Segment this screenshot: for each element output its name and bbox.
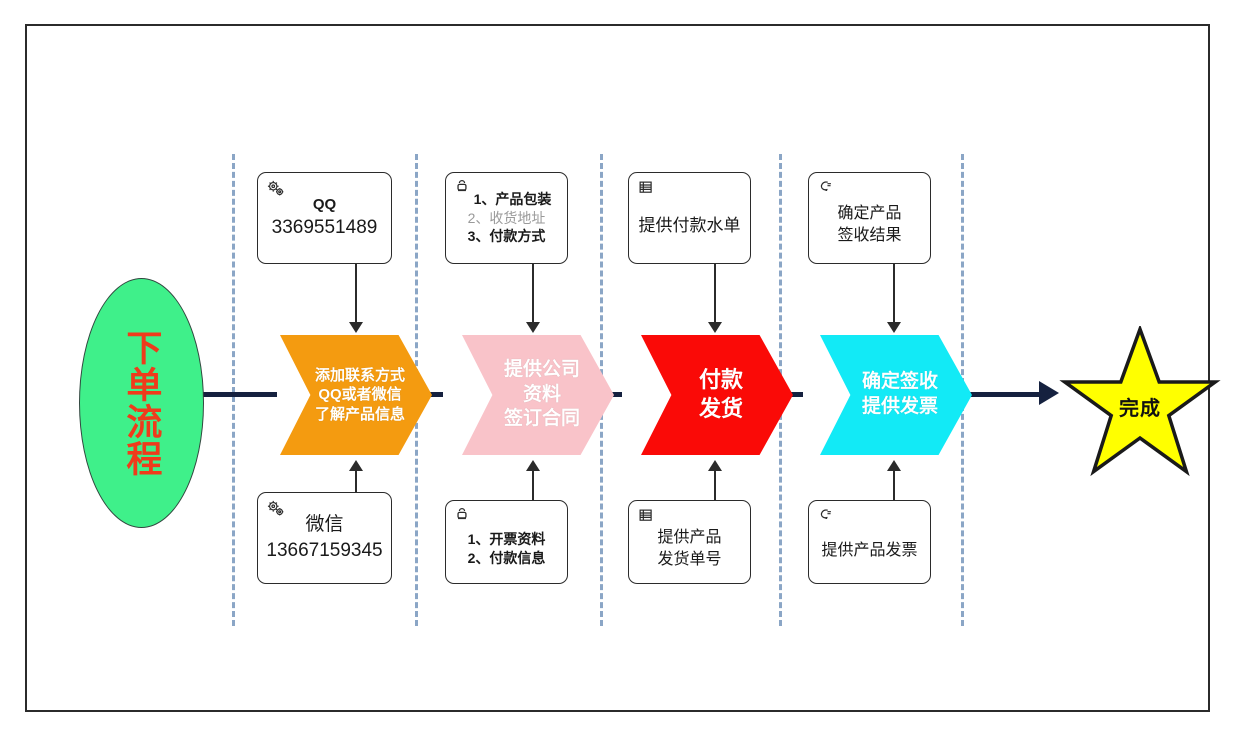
note-top-stage-1[interactable]: QQ 3369551489 xyxy=(257,172,392,264)
note-line: 1、开票资料 xyxy=(467,531,546,548)
start-node[interactable]: 下单流程 xyxy=(79,278,204,528)
stage-3-chevron-text: 付款 发货 xyxy=(699,366,743,423)
note-line: 3369551489 xyxy=(271,217,378,239)
connector-top-stage-4 xyxy=(893,264,895,326)
chevron-line: 付款 xyxy=(698,367,743,393)
chevron-line: 发货 xyxy=(698,396,743,421)
note-top-stage-4[interactable]: 确定产品 签收结果 xyxy=(808,172,931,264)
note-bottom-stage-4-text: 提供产品发票 xyxy=(815,522,923,562)
note-line: 确定产品 xyxy=(837,205,902,223)
connector-top-stage-3 xyxy=(714,264,716,326)
connector-bottom-arrowhead-stage-2 xyxy=(526,460,540,471)
chevron-line: 添加联系方式 xyxy=(314,367,405,385)
connector-top-stage-1 xyxy=(355,264,357,326)
connector-bottom-arrowhead-stage-3 xyxy=(708,460,722,471)
note-bottom-stage-2[interactable]: 1、开票资料 2、付款信息 xyxy=(445,500,568,584)
connector-bottom-stage-2 xyxy=(532,470,534,502)
chevron-line: 了解产品信息 xyxy=(314,405,405,423)
note-line: 微信 xyxy=(305,514,344,536)
stage-2-chevron[interactable]: 提供公司 资料 签订合同 xyxy=(462,335,614,455)
note-line: 提供产品 xyxy=(657,529,722,547)
note-top-stage-2-text: 1、产品包装 2、收货地址 3、付款方式 xyxy=(456,190,558,247)
connector-top-arrowhead-stage-1 xyxy=(349,322,363,333)
chevron-line: 资料 xyxy=(522,383,561,405)
note-line: 提供付款水单 xyxy=(638,215,741,235)
note-line: 13667159345 xyxy=(266,540,383,561)
stage-1-chevron[interactable]: 添加联系方式 QQ或者微信 了解产品信息 xyxy=(280,335,432,455)
document-list-icon xyxy=(636,178,658,200)
note-line: QQ xyxy=(312,196,337,214)
note-bottom-stage-1[interactable]: 微信 13667159345 xyxy=(257,492,392,584)
note-line: 2、收货地址 xyxy=(467,209,546,226)
connector-bottom-arrowhead-stage-1 xyxy=(349,460,363,471)
stage-2-chevron-text: 提供公司 资料 签订合同 xyxy=(504,358,580,432)
note-line: 2、付款信息 xyxy=(467,550,546,566)
end-node[interactable]: 完成 xyxy=(1059,326,1221,478)
note-top-stage-1-text: QQ 3369551489 xyxy=(266,195,384,241)
flow-arrowhead-end xyxy=(1039,381,1059,405)
note-line: 签收结果 xyxy=(837,227,902,244)
note-top-stage-4-text: 确定产品 签收结果 xyxy=(831,189,907,246)
stage-4-chevron[interactable]: 确定签收 提供发票 xyxy=(820,335,972,455)
connector-top-stage-2 xyxy=(532,264,534,326)
note-line: 1、产品包装 xyxy=(473,190,552,207)
end-node-label: 完成 xyxy=(1119,398,1161,420)
connector-bottom-arrowhead-stage-4 xyxy=(887,460,901,471)
note-top-stage-3-text: 提供付款水单 xyxy=(633,199,747,238)
flow-line-start xyxy=(152,392,277,397)
note-bottom-stage-2-text: 1、开票资料 2、付款信息 xyxy=(462,516,552,568)
stage-1-chevron-text: 添加联系方式 QQ或者微信 了解产品信息 xyxy=(315,366,405,424)
note-bottom-stage-3[interactable]: 提供产品 发货单号 xyxy=(628,500,751,584)
connector-bottom-stage-3 xyxy=(714,470,716,502)
chevron-line: QQ或者微信 xyxy=(318,386,402,404)
note-line: 发货单号 xyxy=(657,551,722,568)
start-node-label: 下单流程 xyxy=(121,329,163,477)
stage-3-chevron[interactable]: 付款 发货 xyxy=(641,335,793,455)
connector-top-arrowhead-stage-2 xyxy=(526,322,540,333)
stage-4-chevron-text: 确定签收 提供发票 xyxy=(862,370,938,419)
note-bottom-stage-4[interactable]: 提供产品发票 xyxy=(808,500,931,584)
note-bottom-stage-3-text: 提供产品 发货单号 xyxy=(651,513,727,570)
connector-bottom-stage-4 xyxy=(893,470,895,502)
connector-top-arrowhead-stage-4 xyxy=(887,322,901,333)
star-shape xyxy=(1059,326,1221,477)
note-line: 提供产品发票 xyxy=(821,542,918,560)
chevron-line: 提供发票 xyxy=(861,396,938,417)
note-top-stage-3[interactable]: 提供付款水单 xyxy=(628,172,751,264)
chevron-line: 提供公司 xyxy=(503,358,580,380)
connector-top-arrowhead-stage-3 xyxy=(708,322,722,333)
column-separator-1 xyxy=(232,154,235,626)
flow-line-end xyxy=(937,392,1042,397)
chevron-line: 签订合同 xyxy=(503,408,580,430)
note-line: 3、付款方式 xyxy=(467,228,546,245)
diagram-frame: 下单流程 QQ 3369551489 添加联系方式 QQ或者微信 xyxy=(25,24,1221,712)
note-top-stage-2[interactable]: 1、产品包装 2、收货地址 3、付款方式 xyxy=(445,172,568,264)
chevron-line: 确定签收 xyxy=(861,371,938,393)
note-bottom-stage-1-text: 微信 13667159345 xyxy=(260,512,388,563)
